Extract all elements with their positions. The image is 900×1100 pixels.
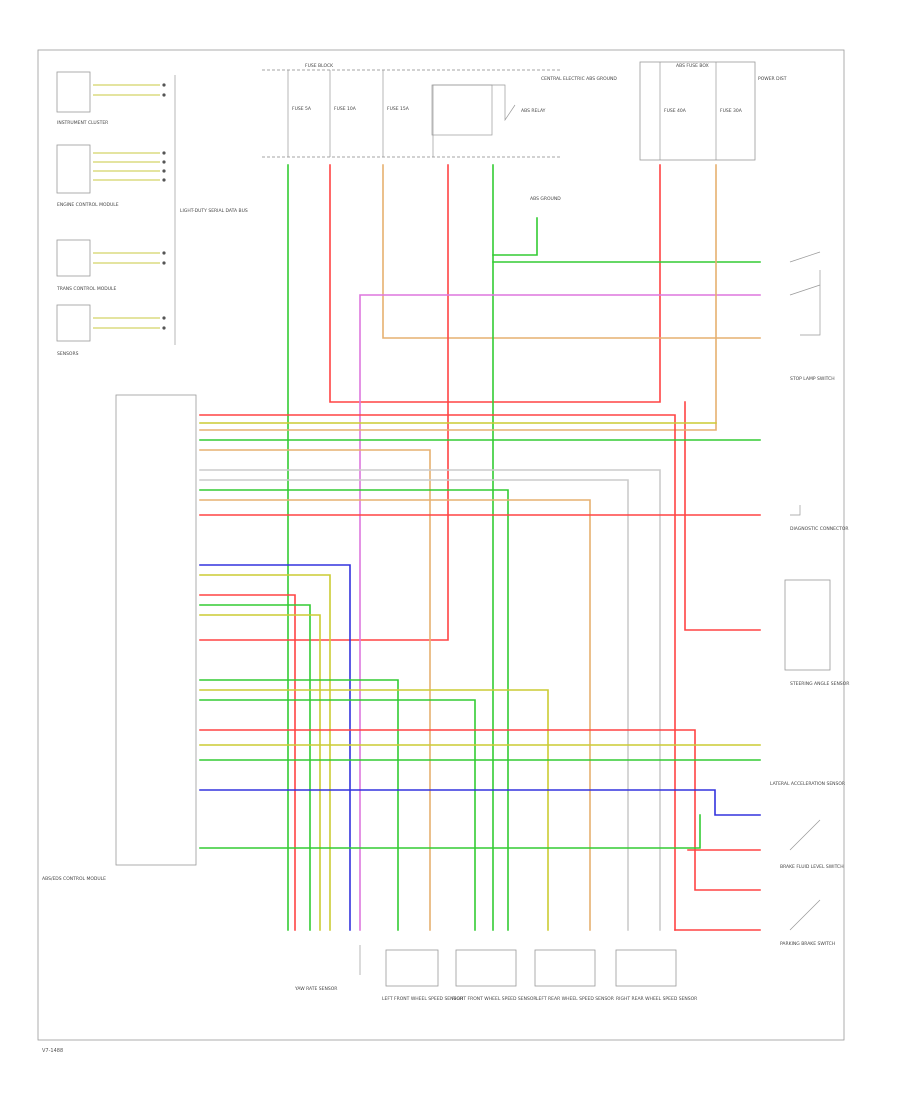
wire-blue-bus1 <box>199 564 351 931</box>
module-title: ABS/EDS CONTROL MODULE <box>42 876 106 882</box>
wire-yellow-pin12 <box>199 614 321 931</box>
legend-box-2 <box>56 144 91 194</box>
lr-sensor <box>534 949 596 987</box>
fuse-label-2: FUSE 10A <box>334 106 357 112</box>
label-lf: LEFT FRONT WHEEL SPEED SENSOR <box>382 996 463 1002</box>
legend-box-3 <box>56 239 91 277</box>
steering-sensor-box <box>784 579 831 671</box>
wire-blue-bus2 <box>199 789 761 816</box>
wire-red-battery <box>684 401 761 631</box>
wire-gray-pin6 <box>199 479 629 931</box>
label-rr: RIGHT REAR WHEEL SPEED SENSOR <box>616 996 697 1002</box>
fuse-label-1: FUSE 5A <box>292 106 312 112</box>
diagram-frame <box>37 49 845 1041</box>
wire-red-pin10 <box>199 594 296 931</box>
legend-box-4 <box>56 304 91 342</box>
fuse-block: FUSE BLOCK FUSE 5A FUSE 10A FUSE 15A ABS… <box>262 63 617 158</box>
legend-bus-note: LIGHT-DUTY SERIAL DATA BUS <box>180 208 248 214</box>
legend-sensors: SENSORS <box>57 351 79 357</box>
wire-tan-fuse3 <box>382 164 761 339</box>
legend-instrument-cluster: INSTRUMENT CLUSTER <box>57 120 108 126</box>
relay-contact <box>432 84 516 157</box>
wire-green-ground <box>492 217 538 256</box>
label-diagnostic: DIAGNOSTIC CONNECTOR <box>790 526 849 532</box>
wire-tan-pin4 <box>199 449 431 931</box>
relay-coil-box <box>431 84 493 136</box>
wire-tan-pin8 <box>199 499 591 931</box>
label-yaw: YAW RATE SENSOR <box>294 986 337 992</box>
fuse-label-3: FUSE 15A <box>387 106 410 112</box>
wire-violet <box>359 294 761 931</box>
wire-red-relay <box>199 164 449 641</box>
battery-box-frame <box>639 61 756 161</box>
bottom-sensors: YAW RATE SENSOR LEFT FRONT WHEEL SPEED S… <box>294 945 697 1002</box>
battery-fuse-2: FUSE 30A <box>720 108 743 114</box>
lf-sensor <box>385 949 439 987</box>
rf-sensor <box>455 949 517 987</box>
wire-yellow-pin9 <box>199 574 331 931</box>
label-parking: PARKING BRAKE SWITCH <box>780 941 835 947</box>
wire-tan-battery <box>199 164 717 431</box>
legend-ecm: ENGINE CONTROL MODULE <box>57 202 119 208</box>
label-rf: RIGHT FRONT WHEEL SPEED SENSOR <box>452 996 537 1002</box>
right-components: STOP LAMP SWITCH DIAGNOSTIC CONNECTOR ST… <box>770 251 849 947</box>
diagram-footer: V7-1488 <box>42 1048 63 1054</box>
label-lr: LEFT REAR WHEEL SPEED SENSOR <box>536 996 614 1002</box>
battery-box-title: ABS FUSE BOX <box>676 63 709 69</box>
wire-green-pin15 <box>199 699 476 931</box>
wire-gray-pin5 <box>199 469 661 931</box>
wire-red-pin16 <box>199 729 761 891</box>
module-connector <box>115 394 197 866</box>
wires <box>199 164 761 931</box>
label-brake-fluid: BRAKE FLUID LEVEL SWITCH <box>780 864 844 870</box>
battery-box-note: POWER DIST <box>758 76 787 82</box>
wire-green-pin11 <box>199 604 311 931</box>
legend: INSTRUMENT CLUSTER ENGINE CONTROL MODULE… <box>56 71 248 357</box>
wire-green-pin18 <box>199 814 701 849</box>
wire-green-pin13 <box>199 679 399 931</box>
ground-label: ABS GROUND <box>530 196 561 202</box>
relay-label: ABS RELAY <box>521 108 546 114</box>
wire-green-pin7 <box>199 489 509 931</box>
label-steering: STEERING ANGLE SENSOR <box>790 681 849 687</box>
battery-fuse-1: FUSE 40A <box>664 108 687 114</box>
wire-yellow-pin14 <box>199 689 549 931</box>
label-lateral: LATERAL ACCELERATION SENSOR <box>770 781 845 787</box>
battery-fuse-box: ABS FUSE BOX FUSE 40A FUSE 30A POWER DIS… <box>639 61 787 161</box>
fuse-block-note: CENTRAL ELECTRIC ABS GROUND <box>541 76 617 82</box>
label-stop-lamp: STOP LAMP SWITCH <box>790 376 835 382</box>
rr-sensor <box>615 949 677 987</box>
fuse-block-title: FUSE BLOCK <box>305 63 334 69</box>
legend-tcm: TRANS CONTROL MODULE <box>56 286 117 292</box>
control-module: ABS/EDS CONTROL MODULE <box>42 394 197 882</box>
legend-box-1 <box>56 71 91 113</box>
wire-red-fuse2 <box>329 164 661 403</box>
wire-red-pin1 <box>199 414 676 931</box>
